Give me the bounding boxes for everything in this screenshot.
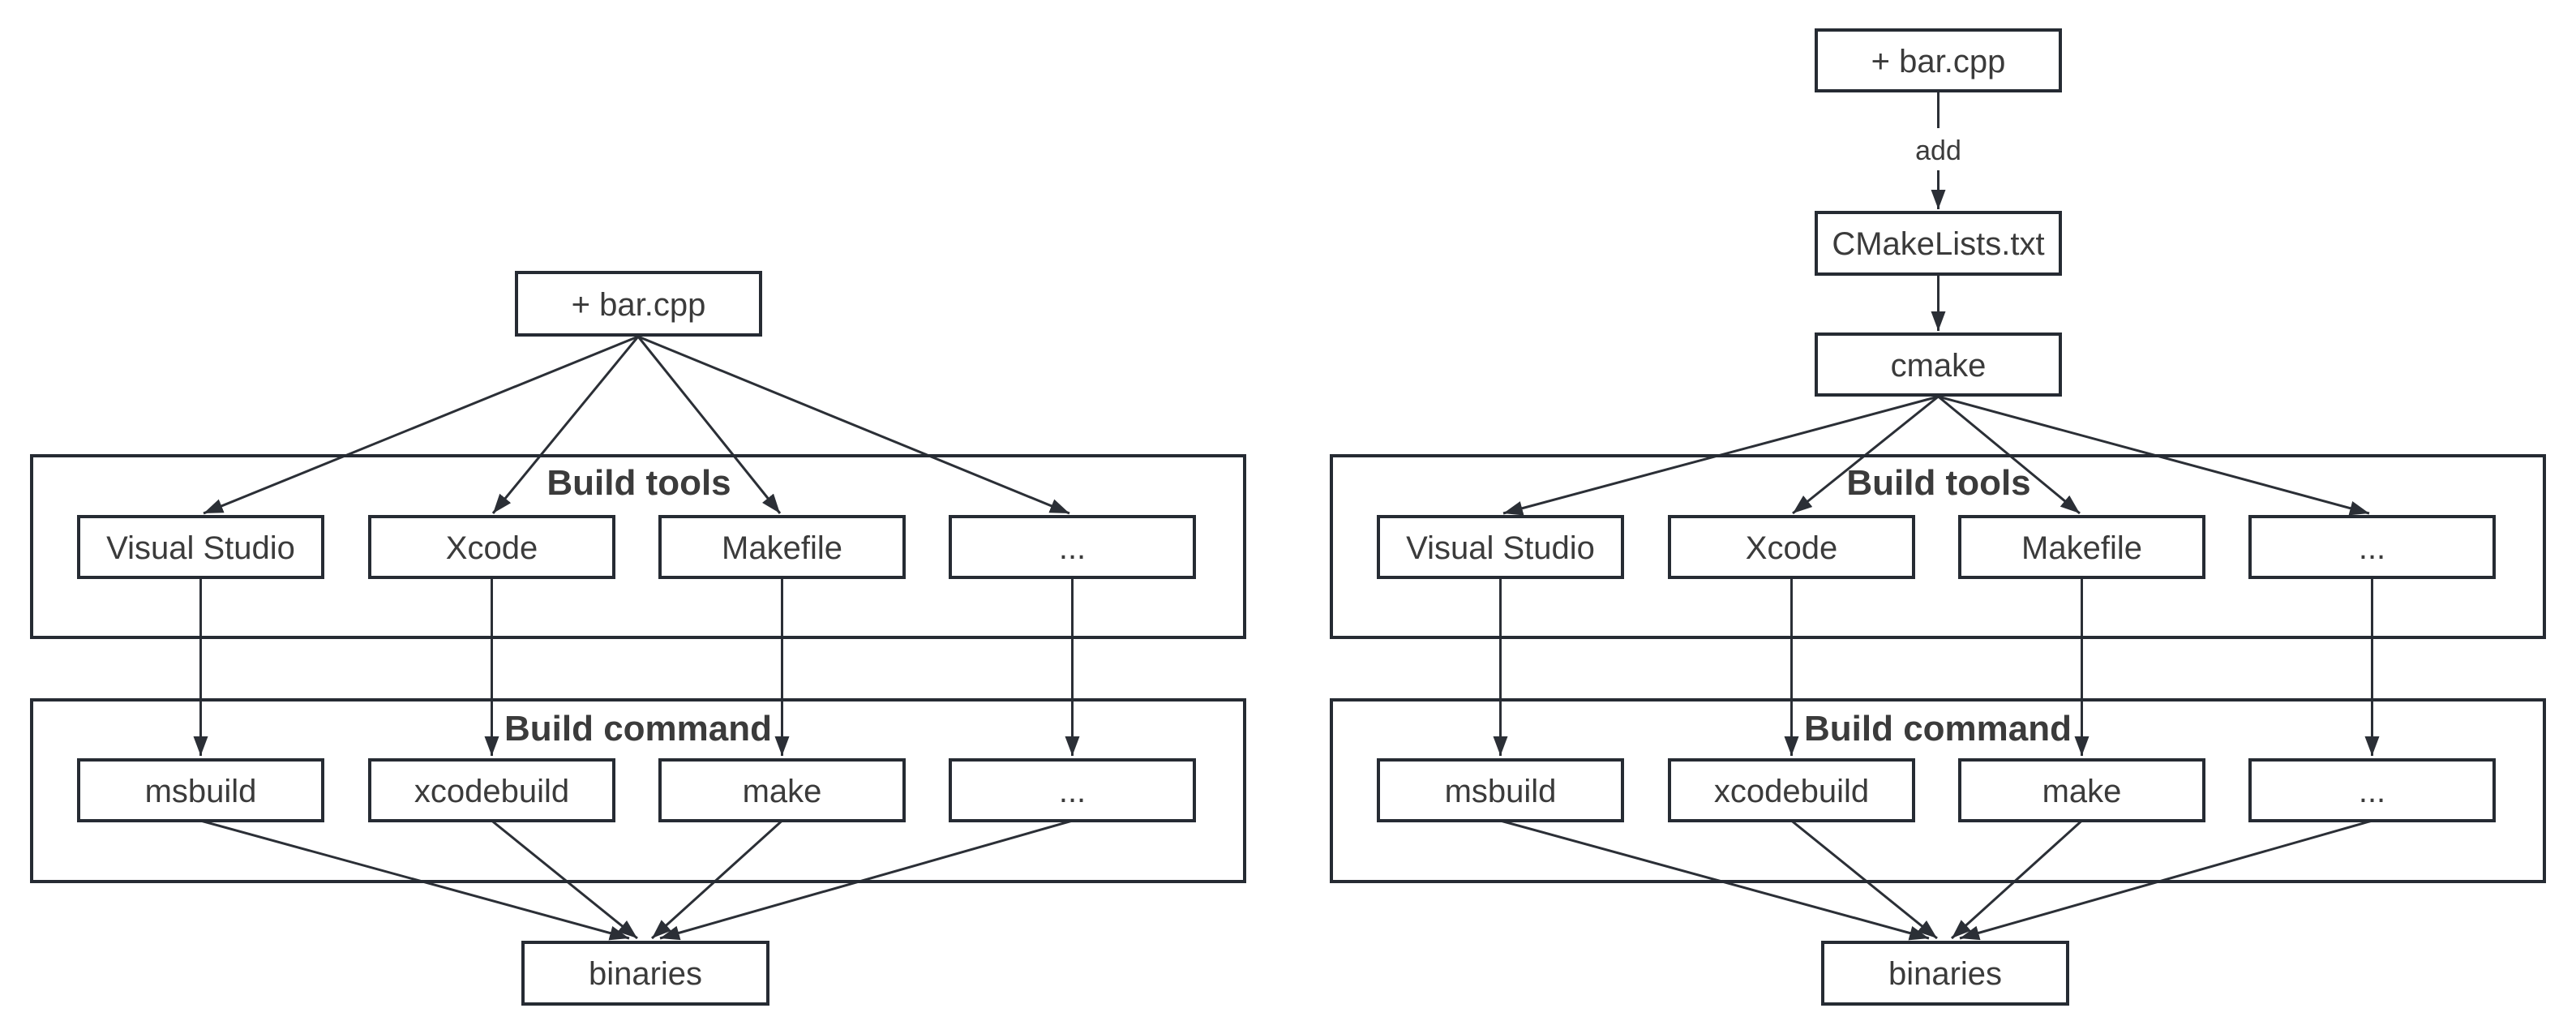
left-xcode-box	[368, 515, 615, 579]
right-binaries-box	[1821, 941, 2069, 1006]
right-build-tools-frame	[1330, 454, 2546, 639]
right-makefile-label: Makefile	[2021, 530, 2142, 566]
right-add-label-bg	[1912, 128, 1965, 170]
left-edge-source-to-makefile	[636, 336, 782, 514]
left-node-binaries: binaries	[521, 941, 769, 1006]
right-source-box	[1815, 28, 2062, 92]
right-tools-ellipsis-label: ...	[2359, 530, 2385, 566]
left-edge-source-to-visual-studio	[203, 335, 639, 515]
left-makefile-label: Makefile	[722, 530, 842, 566]
right-build-command-frame	[1330, 698, 2546, 883]
left-make-box	[658, 758, 906, 822]
left-command-ellipsis-box	[949, 758, 1196, 822]
right-node-cmake: cmake	[1815, 333, 2062, 397]
right-diagram: add + bar.cpp CMakeLists.txt	[1330, 28, 2546, 1006]
left-make-label: make	[743, 774, 822, 809]
left-edge-source-to-xcode	[491, 336, 640, 514]
right-node-source: + bar.cpp	[1815, 28, 2062, 92]
right-command-ellipsis-label: ...	[2359, 774, 2385, 809]
right-edge-ellipsis-to-binaries	[1959, 819, 2372, 941]
left-build-tools-frame	[30, 454, 1246, 639]
left-build-command-title: Build command	[504, 709, 772, 749]
left-diagram: + bar.cpp Build tools Visual Studio Xcod…	[30, 271, 1246, 1006]
right-edge-msbuild-to-binaries	[1500, 819, 1930, 941]
right-add-edge-label: add	[1915, 135, 1961, 166]
right-cmakelists-box	[1815, 211, 2062, 276]
left-tools-ellipsis-box	[949, 515, 1196, 579]
right-node-binaries: binaries	[1821, 941, 2069, 1006]
left-visual-studio-label: Visual Studio	[106, 530, 295, 566]
right-node-cmakelists: CMakeLists.txt	[1815, 211, 2062, 276]
right-cmake-box	[1815, 333, 2062, 397]
left-edge-msbuild-to-binaries	[200, 819, 630, 941]
right-edge-make-to-binaries	[1950, 819, 2083, 940]
left-binaries-box	[521, 941, 769, 1006]
right-xcodebuild-box	[1668, 758, 1915, 822]
right-msbuild-label: msbuild	[1445, 774, 1557, 809]
right-edge-xcodebuild-to-binaries	[1790, 819, 1938, 940]
left-binaries-label: binaries	[589, 956, 702, 992]
right-cmakelists-label: CMakeLists.txt	[1832, 226, 2044, 262]
right-xcodebuild-label: xcodebuild	[1714, 774, 1869, 809]
left-edge-xcodebuild-to-binaries	[491, 819, 638, 940]
left-edge-source-to-ellipsis	[637, 335, 1070, 515]
left-source-box	[515, 271, 762, 337]
left-visual-studio-box	[77, 515, 324, 579]
right-command-ellipsis-box	[2248, 758, 2496, 822]
right-visual-studio-box	[1377, 515, 1624, 579]
left-build-tools-container: Build tools Visual Studio Xcode Makefile…	[30, 454, 1246, 639]
left-node-source: + bar.cpp	[515, 271, 762, 337]
left-build-tools-title: Build tools	[546, 463, 731, 503]
left-xcodebuild-label: xcodebuild	[414, 774, 569, 809]
left-tools-ellipsis-label: ...	[1059, 530, 1086, 566]
right-source-label: + bar.cpp	[1871, 44, 2006, 79]
left-command-ellipsis-label: ...	[1059, 774, 1086, 809]
left-msbuild-label: msbuild	[145, 774, 257, 809]
left-edge-make-to-binaries	[650, 819, 783, 940]
right-binaries-label: binaries	[1888, 956, 2002, 992]
left-build-command-frame	[30, 698, 1246, 883]
right-build-command-container: Build command msbuild xcodebuild make ..…	[1330, 698, 2546, 883]
right-make-box	[1958, 758, 2205, 822]
right-build-tools-container: Build tools Visual Studio Xcode Makefile…	[1330, 454, 2546, 639]
right-makefile-box	[1958, 515, 2205, 579]
left-xcodebuild-box	[368, 758, 615, 822]
left-edge-ellipsis-to-binaries	[659, 819, 1073, 941]
right-visual-studio-label: Visual Studio	[1406, 530, 1595, 566]
right-build-command-title: Build command	[1804, 709, 2072, 749]
left-xcode-label: Xcode	[446, 530, 538, 566]
left-source-label: + bar.cpp	[572, 287, 706, 323]
right-msbuild-box	[1377, 758, 1624, 822]
left-build-command-container: Build command msbuild xcodebuild make ..…	[30, 698, 1246, 883]
right-build-tools-title: Build tools	[1846, 463, 2030, 503]
right-xcode-label: Xcode	[1746, 530, 1837, 566]
right-make-label: make	[2042, 774, 2122, 809]
right-xcode-box	[1668, 515, 1915, 579]
right-cmake-label: cmake	[1891, 348, 1987, 384]
right-tools-ellipsis-box	[2248, 515, 2496, 579]
left-msbuild-box	[77, 758, 324, 822]
left-makefile-box	[658, 515, 906, 579]
